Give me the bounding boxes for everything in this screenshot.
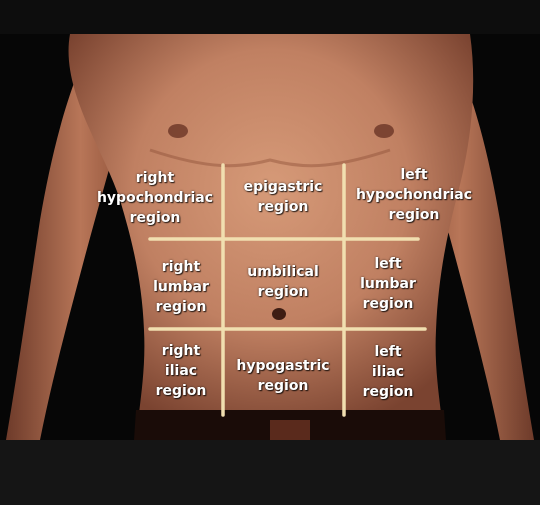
top-bar <box>0 0 540 34</box>
torso <box>68 34 474 440</box>
chest-line <box>149 148 391 168</box>
right-nipple <box>168 124 188 138</box>
region-grid <box>148 163 427 417</box>
left-nipple <box>374 124 394 138</box>
navel <box>272 308 286 320</box>
belt-buckle <box>270 420 310 440</box>
bottom-bar <box>0 440 540 505</box>
